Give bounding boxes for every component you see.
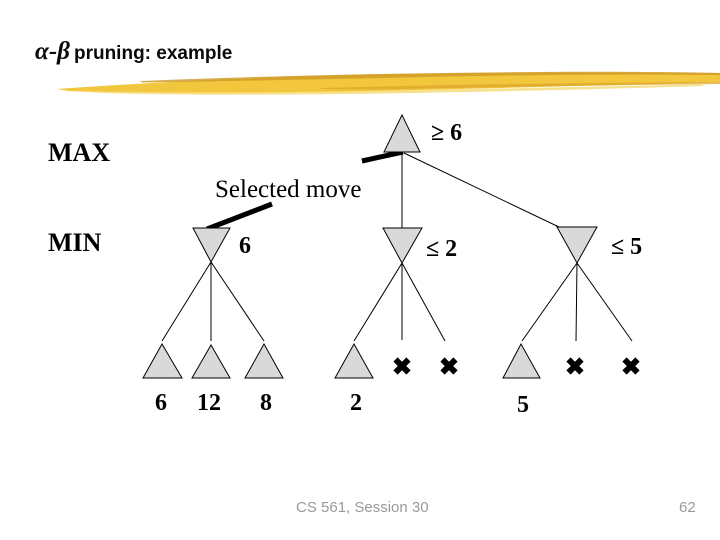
root-annotation: ≥ 6 (431, 120, 462, 146)
edge-root-to-min3 (403, 152, 560, 228)
brush-stroke-dark-streak (140, 71, 720, 83)
leaf-value-1: 6 (155, 390, 167, 416)
pruned-x-icon (625, 360, 638, 373)
min-node-3 (556, 226, 598, 265)
max-row-label: MAX (48, 138, 110, 167)
min-node-3-annotation: ≤ 5 (611, 234, 642, 260)
max-root-node (383, 113, 421, 153)
selected-move-label: Selected move (215, 176, 361, 203)
brush-stroke-body (57, 72, 720, 94)
leaf-value-2: 12 (197, 390, 221, 416)
leaf-node-4 (334, 342, 374, 379)
min-node-2 (382, 227, 423, 265)
edge-min1-to-leaf1 (161, 261, 212, 342)
leaf-node-2 (191, 343, 231, 379)
title-text: pruning: example (73, 43, 233, 64)
leaf-value-5: 5 (517, 392, 529, 418)
edge-min3-to-leaf5 (521, 262, 578, 342)
min-node-1 (192, 227, 231, 264)
edge-min1-to-leaf3 (210, 261, 265, 342)
leaf-node-5 (502, 342, 541, 379)
title-alpha-beta-symbols: α-β (35, 38, 70, 65)
pruned-x-icon (569, 360, 582, 373)
footer-course-label: CS 561, Session 30 (296, 499, 429, 516)
edge-min3-to-pruned4 (576, 262, 633, 342)
edge-min2-to-leaf4 (353, 262, 403, 342)
min-node-2-annotation: ≤ 2 (426, 236, 457, 262)
selected-move-edge-lower (206, 201, 273, 232)
brush-stroke-light-streak (90, 84, 706, 95)
pruned-x-icon (396, 360, 409, 373)
leaf-node-1 (142, 342, 183, 379)
selected-move-edge-upper (361, 149, 404, 164)
leaf-node-3 (244, 342, 284, 379)
leaf-value-3: 8 (260, 390, 272, 416)
leaf-value-4: 2 (350, 390, 362, 416)
min-node-1-annotation: 6 (239, 233, 251, 259)
highlight-brush-stroke (57, 71, 720, 95)
pruned-x-icon (443, 360, 456, 373)
min-row-label: MIN (48, 228, 102, 257)
edge-min2-to-pruned2 (401, 262, 446, 342)
brush-stroke-mid-streak (320, 82, 720, 90)
edge-min3-to-pruned3 (575, 262, 578, 342)
footer-page-number: 62 (679, 499, 696, 516)
